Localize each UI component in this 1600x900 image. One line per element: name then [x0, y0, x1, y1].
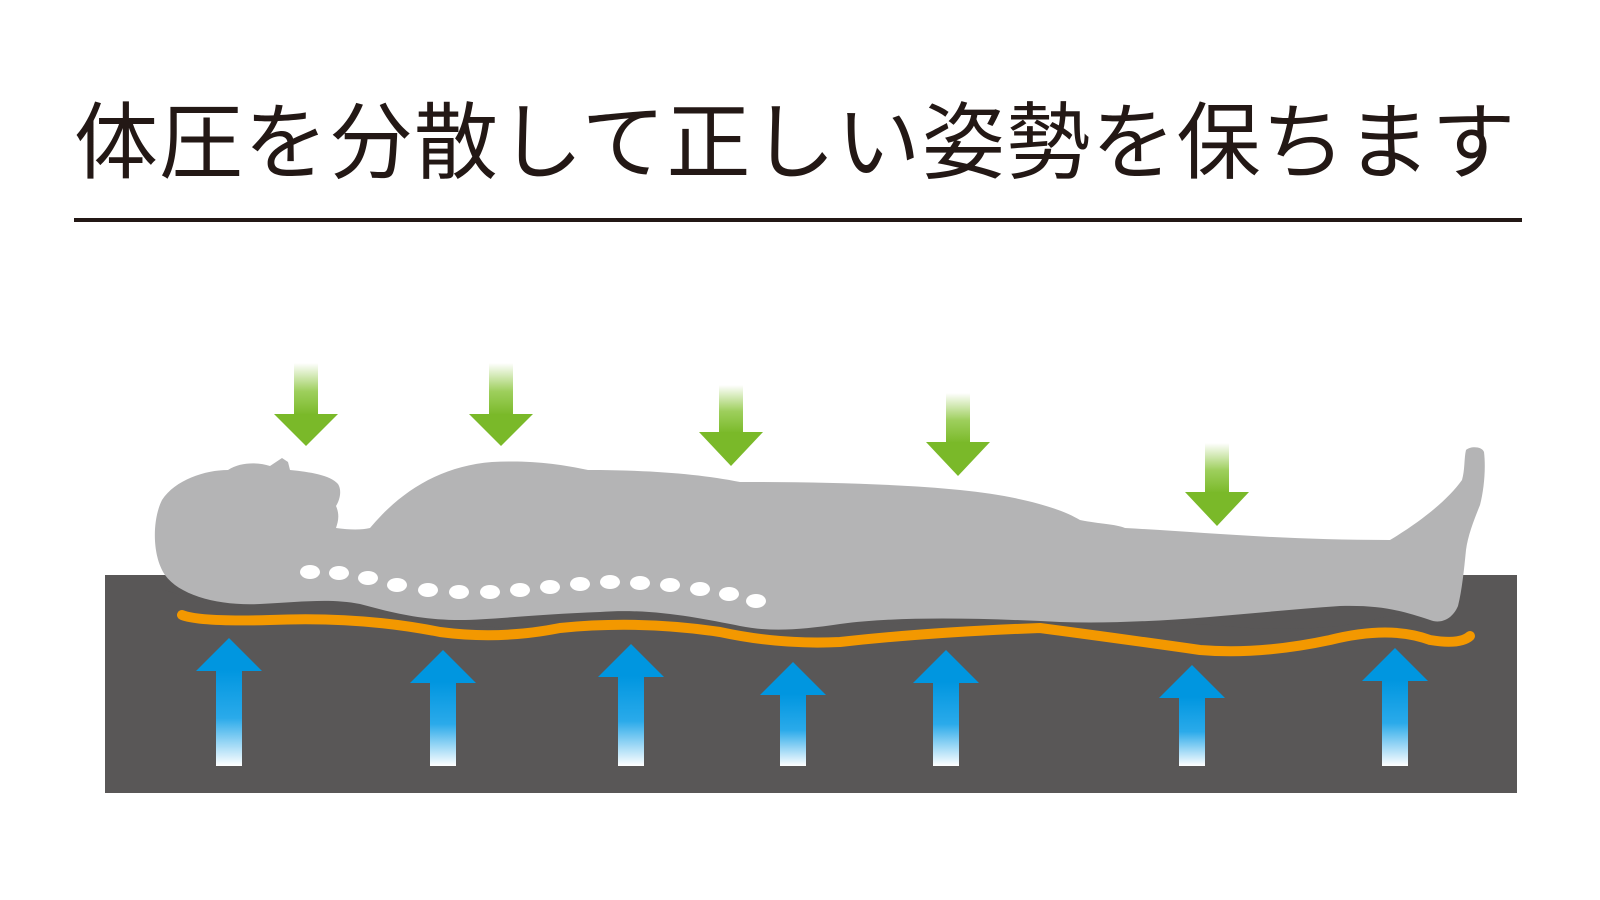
up-arrow-icon [196, 638, 262, 766]
up-arrow-icon [410, 650, 476, 766]
down-arrow-icon [274, 363, 338, 446]
spine-dot [358, 571, 378, 585]
up-arrow-icon [1159, 665, 1225, 766]
support-line [177, 610, 1475, 657]
spine-dot [630, 576, 650, 590]
up-arrow-icon [598, 644, 664, 766]
up-arrow-icon [913, 650, 979, 766]
title-divider-line [74, 218, 1522, 222]
down-arrow-icon [469, 363, 533, 446]
spine-dot [329, 566, 349, 580]
body-depression [165, 590, 1455, 640]
support-arrows [196, 638, 1428, 766]
up-arrow-icon [760, 662, 826, 766]
spine-dot [540, 580, 560, 594]
spine-dot [690, 582, 710, 596]
down-arrow-icon [926, 393, 990, 476]
spine-dot [600, 575, 620, 589]
spine-dot [387, 578, 407, 592]
spine-dot [449, 585, 469, 599]
spine-dot [510, 583, 530, 597]
spine-dot [660, 578, 680, 592]
spine-dot [300, 565, 320, 579]
title-divider [74, 218, 1522, 222]
spine-dot [746, 594, 766, 608]
spine-dots [300, 565, 766, 608]
up-arrow-icon [1362, 648, 1428, 766]
body-silhouette [154, 447, 1485, 630]
spine-dot [418, 583, 438, 597]
down-arrow-icon [699, 385, 763, 466]
page-title: 体圧を分散して正しい姿勢を保ちます [74, 94, 1517, 192]
spine-dot [719, 587, 739, 601]
pressure-arrows [274, 363, 1249, 526]
spine-dot [570, 577, 590, 591]
down-arrow-icon [1185, 443, 1249, 526]
spine-dot [480, 585, 500, 599]
